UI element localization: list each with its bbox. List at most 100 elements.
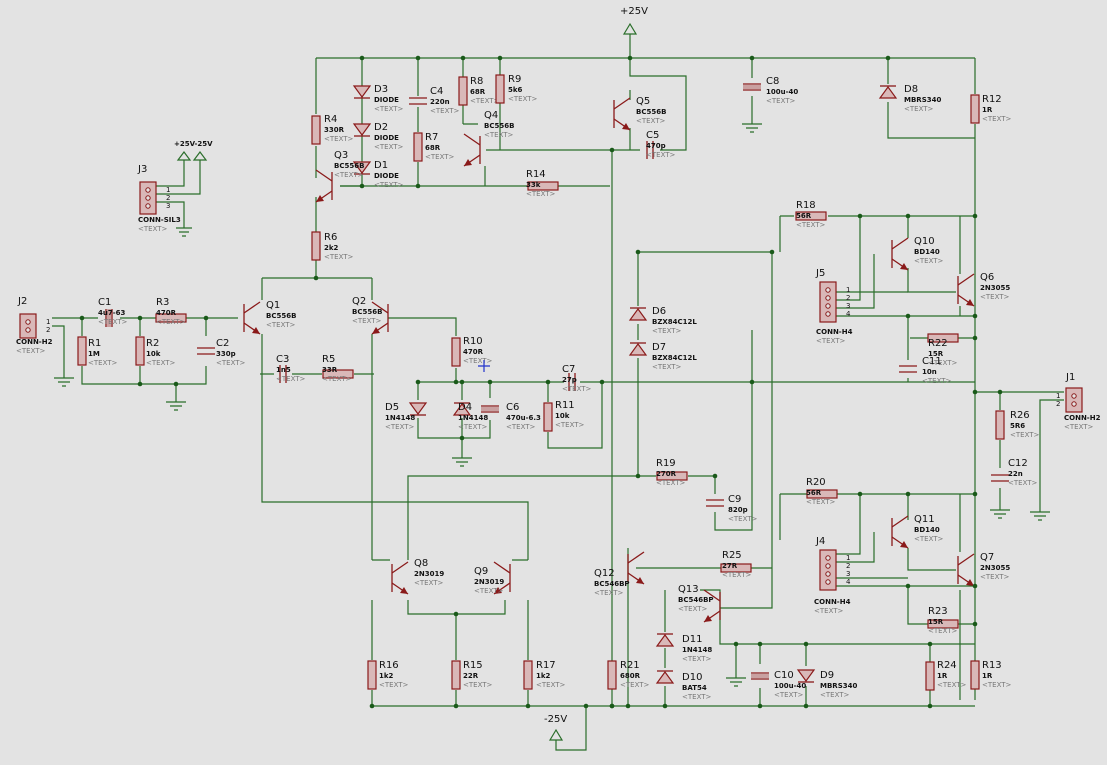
transistor-value: 2N3019 <box>474 578 504 586</box>
resistor-value: 22R <box>463 672 479 680</box>
diode-value: DIODE <box>374 172 399 180</box>
resistor-value: 1M <box>88 350 100 358</box>
resistor-body <box>451 337 461 367</box>
resistor-body <box>523 660 533 690</box>
text-placeholder: <TEXT> <box>474 587 504 595</box>
junction-dot <box>749 55 755 61</box>
resistor-value: 470R <box>463 348 484 356</box>
capacitor-ref: C3 <box>276 354 289 365</box>
resistor-body <box>311 231 321 261</box>
pin-number: 1 <box>846 554 850 562</box>
transistor-collector <box>391 561 409 574</box>
resistor-body <box>927 619 959 629</box>
capacitor-ref: C11 <box>922 356 942 367</box>
resistor-value: 5k6 <box>508 86 523 94</box>
resistor-ref: R20 <box>806 477 826 488</box>
diode-ref: D4 <box>458 402 472 413</box>
connector-ref: J3 <box>137 164 147 175</box>
transistor-value: 2N3019 <box>414 570 444 578</box>
transistor-value: BD140 <box>914 248 940 256</box>
transistor-ref: Q10 <box>914 236 935 247</box>
resistor-ref: R11 <box>555 400 575 411</box>
resistor-body <box>527 181 559 191</box>
junction-dot <box>749 379 755 385</box>
junction-dot <box>627 55 633 61</box>
diode-value: BZX84C12L <box>652 354 697 362</box>
connector-value: CONN-H2 <box>16 338 53 346</box>
junction-dot <box>972 389 978 395</box>
connector-pin <box>825 579 831 585</box>
resistor-value: 1R <box>982 106 993 114</box>
